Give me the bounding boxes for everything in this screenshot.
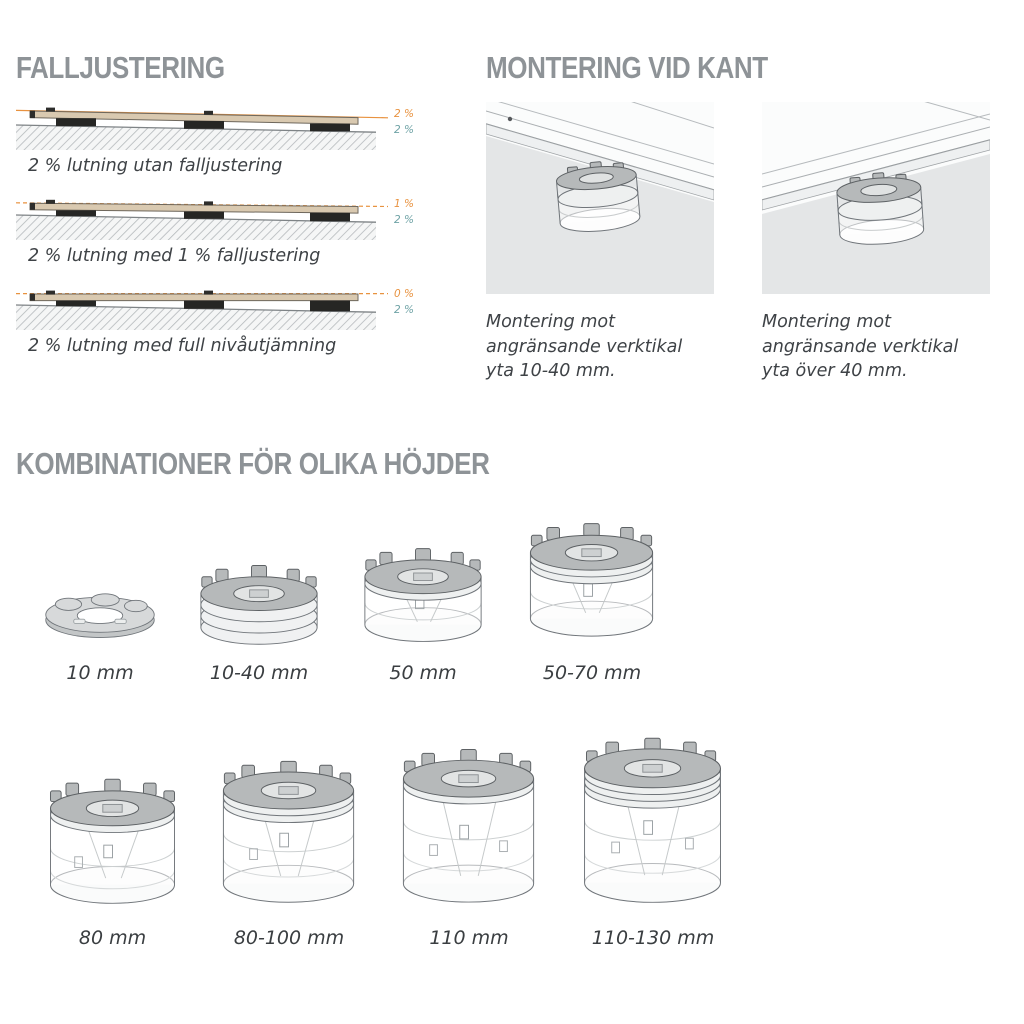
- edge-mount-item-2: Montering mot angränsande verktikal yta …: [761, 97, 991, 384]
- pedestal-label: 50-70 mm: [542, 662, 642, 684]
- slope-illustration-1: [16, 107, 388, 150]
- pedestal-80mm: 80 mm: [30, 756, 195, 949]
- slope-diagram-2: 1 % 2 % 2 % lutning med 1 % falljusterin…: [16, 188, 424, 266]
- edge-mount-row: Montering mot angränsande verktikal yta …: [485, 95, 1016, 384]
- pedestal-50mm: 50 mm: [348, 528, 498, 684]
- pedestal-50-70mm: 50-70 mm: [512, 502, 672, 684]
- pedestal-under-deck: [555, 161, 641, 232]
- section-falljustering: FALLJUSTERING 2 % 2 % 2 % lutning utan f…: [16, 50, 456, 366]
- section-montering-vid-kant: MONTERING VID KANT: [485, 50, 1016, 384]
- pedestal-label: 10 mm: [66, 662, 134, 684]
- pedestal-label: 110-130 mm: [591, 927, 715, 949]
- pedestal-10mm: 10 mm: [30, 578, 170, 684]
- edge-mount-caption-2: Montering mot angränsande verktikal yta …: [762, 312, 959, 381]
- pedestal-under-deck: [836, 172, 925, 245]
- edge-mount-illustration-2: [761, 97, 991, 294]
- pedestal-illustration: [49, 778, 176, 904]
- pedestal-110mm: 110 mm: [383, 724, 555, 949]
- pedestal-illustration: [45, 593, 155, 638]
- pedestal-label: 80-100 mm: [233, 927, 345, 949]
- slope-diagram-1: 2 % 2 % 2 % lutning utan falljustering: [16, 98, 424, 176]
- edge-mount-illustration-1: [485, 95, 715, 294]
- pedestal-illustration: [402, 749, 535, 903]
- edge-mount-caption-1: Montering mot angränsande verktikal yta …: [486, 312, 683, 381]
- slope-bottom-percent: 2 %: [394, 214, 414, 226]
- slope-illustration-2: [16, 199, 388, 240]
- pedestal-illustration: [200, 565, 318, 645]
- section-kombinationer: KOMBINATIONER FÖR OLIKA HÖJDER 10 mm: [16, 446, 1016, 949]
- reference-dot: [507, 116, 513, 122]
- falljustering-title: FALLJUSTERING: [16, 50, 225, 85]
- pedestal-label: 110 mm: [429, 927, 509, 949]
- slope-bottom-percent: 2 %: [394, 124, 414, 136]
- pedestal-110-130mm: 110-130 mm: [563, 712, 743, 949]
- slope-caption: 2 % lutning med full nivåutjämning: [28, 336, 337, 356]
- pedestal-80-100mm: 80-100 mm: [203, 736, 375, 949]
- pedestal-label: 80 mm: [78, 927, 147, 949]
- slope-top-percent: 2 %: [394, 108, 414, 120]
- pedestal-label: 10-40 mm: [209, 662, 309, 684]
- pedestal-illustration: [584, 737, 721, 903]
- slope-diagram-3: 0 % 2 % 2 % lutning med full nivåutjämni…: [16, 278, 424, 356]
- slope-bottom-percent: 2 %: [394, 304, 414, 316]
- slope-top-percent: 1 %: [394, 198, 414, 210]
- slope-caption: 2 % lutning med 1 % falljustering: [28, 246, 321, 266]
- pedestal-illustration: [222, 760, 355, 903]
- pedestal-row-1: 10 mm: [30, 502, 1016, 684]
- edge-mount-item-1: Montering mot angränsande verktikal yta …: [485, 95, 715, 384]
- kombinationer-title: KOMBINATIONER FÖR OLIKA HÖJDER: [16, 446, 490, 481]
- slope-caption: 2 % lutning utan falljustering: [28, 156, 283, 176]
- pedestal-illustration: [364, 548, 482, 642]
- montering-title: MONTERING VID KANT: [486, 50, 768, 85]
- pedestal-label: 50 mm: [389, 662, 457, 684]
- pedestal-rows: 10 mm: [16, 502, 1016, 949]
- pedestal-illustration: [529, 523, 654, 637]
- pedestal-row-2: 80 mm: [30, 712, 1016, 949]
- slope-top-percent: 0 %: [394, 288, 414, 300]
- pedestal-10-40mm: 10-40 mm: [184, 543, 334, 684]
- slope-illustration-3: [16, 290, 388, 330]
